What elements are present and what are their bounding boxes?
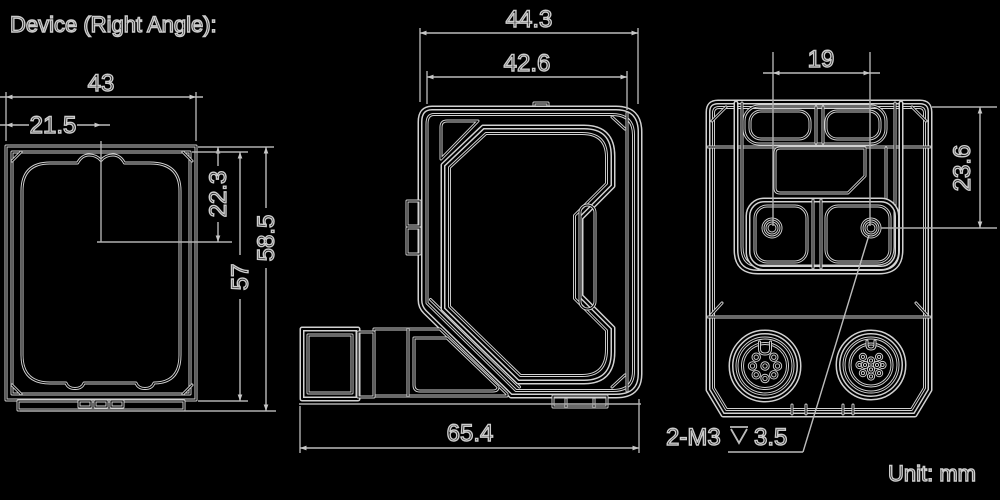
dim-text-overall-width: 43 xyxy=(88,70,115,97)
rear-panel-outer xyxy=(733,100,904,275)
front-strip-tab-3 xyxy=(109,399,125,409)
front-strip-tab-2 xyxy=(93,399,109,409)
dim-label-57: 57 xyxy=(226,255,255,299)
leader-line xyxy=(802,234,870,453)
rear-panel-inner xyxy=(740,101,897,268)
connector-left xyxy=(728,329,802,403)
dim-label-58-5: 58.5 xyxy=(252,208,281,268)
dim-text-body-depth: 42.6 xyxy=(504,50,551,77)
connector-right xyxy=(835,329,907,401)
rear-window-cell-right xyxy=(824,109,882,141)
unit-label: Unit: mm xyxy=(888,461,976,486)
depth-symbol-icon xyxy=(730,426,748,445)
svg-text:22.3: 22.3 xyxy=(205,171,232,218)
dim-text-mask xyxy=(29,111,77,137)
side-connector-barrel xyxy=(299,326,361,402)
dim-text-overall-depth: 44.3 xyxy=(506,6,553,33)
drawing-title: Device (Right Angle): xyxy=(10,12,217,37)
svg-text:57: 57 xyxy=(227,264,254,291)
rear-pad-right xyxy=(824,204,892,264)
rear-view xyxy=(705,99,933,418)
side-barrel-inner xyxy=(306,333,354,395)
dim-text-hole-spacing: 19 xyxy=(808,46,835,73)
thread-note-value: 3.5 xyxy=(754,424,787,451)
thread-note-prefix: 2-M3 xyxy=(666,424,721,451)
dim-text-axis-x: 21.5 xyxy=(30,112,77,139)
rear-pad-left xyxy=(753,204,809,264)
front-view xyxy=(4,144,198,412)
svg-text:58.5: 58.5 xyxy=(253,215,280,262)
rear-window-cell-left xyxy=(748,109,812,141)
svg-text:23.6: 23.6 xyxy=(949,145,976,192)
dim-label-23-6: 23.6 xyxy=(948,138,977,198)
front-strip-tab-1 xyxy=(77,399,93,409)
dim-text-overall-length: 65.4 xyxy=(447,420,494,447)
side-view xyxy=(299,101,643,409)
dim-label-22-3: 22.3 xyxy=(204,166,233,222)
rear-display-recess xyxy=(773,146,867,195)
dimensions: 43 21.5 22.3 57 58.5 44.3 xyxy=(0,5,997,453)
